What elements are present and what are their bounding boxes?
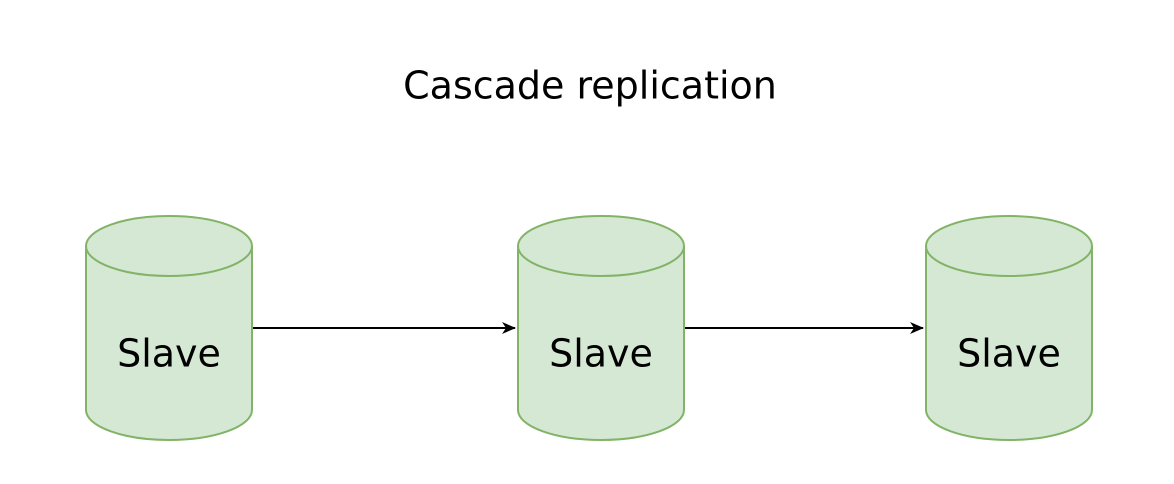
database-cylinder-icon [517,215,685,441]
slave-node-1: Slave [85,215,253,441]
database-cylinder-icon [925,215,1093,441]
slave-node-3: Slave [925,215,1093,441]
slave-node-2-label: Slave [549,332,653,376]
database-cylinder-icon [85,215,253,441]
slave-node-3-label: Slave [957,332,1061,376]
diagram-title: Cascade replication [403,64,777,108]
slave-node-1-label: Slave [117,332,221,376]
slave-node-2: Slave [517,215,685,441]
